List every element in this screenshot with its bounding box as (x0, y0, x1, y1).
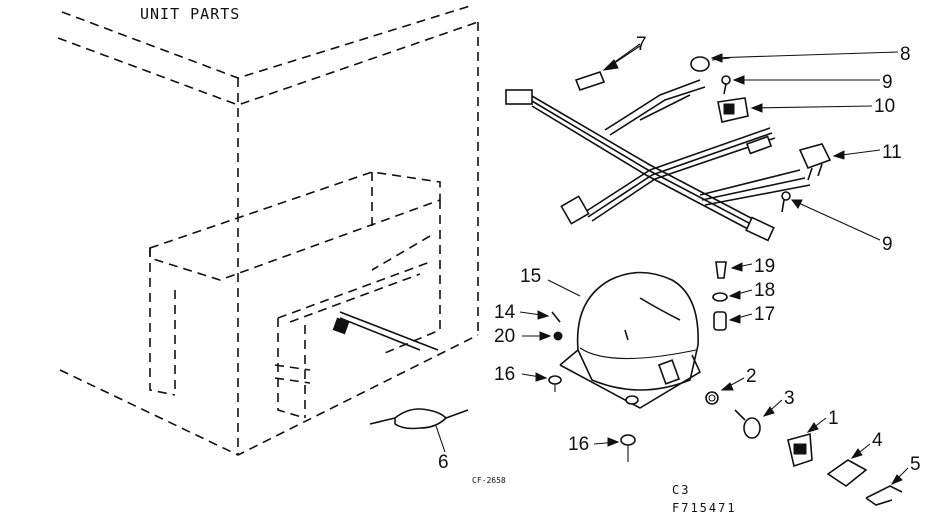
callout-8: 8 (900, 44, 911, 65)
harness-plug-left (560, 195, 590, 225)
harness-connector-left (505, 89, 533, 105)
harness-clip (574, 45, 641, 91)
grommet-lower (620, 434, 636, 462)
section-code: C3 (672, 483, 690, 497)
callout-16b: 16 (568, 434, 589, 455)
diagram-title: UNIT PARTS (140, 5, 240, 23)
callout-18: 18 (754, 280, 775, 301)
washer (712, 292, 728, 302)
callout-9a: 9 (882, 72, 893, 93)
callout-labels: 7 8 9 10 11 9 19 18 17 15 14 20 16 16 2 … (438, 34, 921, 475)
callout-16a: 16 (494, 364, 515, 385)
callout-leaders (519, 43, 909, 485)
callout-6: 6 (438, 452, 449, 473)
power-connector (798, 143, 832, 181)
screw-upper (721, 75, 731, 95)
mounting-bracket (717, 97, 749, 123)
drawing-number: F715471 (672, 501, 737, 515)
start-relay (787, 432, 813, 468)
cabinet-outline (57, 5, 479, 456)
figure-code: CF-2658 (472, 476, 506, 485)
cabinet-tubing (332, 311, 439, 351)
callout-1: 1 (828, 408, 839, 429)
callout-17: 17 (754, 304, 775, 325)
callout-2: 2 (746, 366, 757, 387)
filter-drier (369, 408, 469, 453)
callout-4: 4 (872, 430, 883, 451)
screw-lower (781, 191, 791, 213)
grommet-pin (715, 261, 727, 279)
terminal-seal (705, 391, 719, 405)
callout-3: 3 (784, 388, 795, 409)
retaining-clip (865, 485, 903, 506)
callout-15: 15 (520, 266, 541, 287)
harness-connector-bottom (745, 216, 775, 242)
callout-20: 20 (494, 326, 515, 347)
overload-protector (734, 409, 761, 439)
wire-harness (505, 79, 811, 242)
callout-11: 11 (882, 142, 902, 163)
callout-19: 19 (754, 256, 775, 277)
callout-9b: 9 (882, 234, 893, 255)
terminal-cover (826, 459, 868, 487)
mounting-clip (551, 311, 561, 323)
callout-14: 14 (494, 302, 516, 323)
grommet-upper (548, 375, 562, 392)
wire-cap (690, 56, 731, 72)
callout-5: 5 (910, 454, 921, 475)
spacer-sleeve (713, 311, 727, 331)
callout-7: 7 (636, 34, 647, 55)
base-washer (553, 331, 563, 341)
callout-10: 10 (874, 96, 895, 117)
compressor (559, 271, 702, 409)
